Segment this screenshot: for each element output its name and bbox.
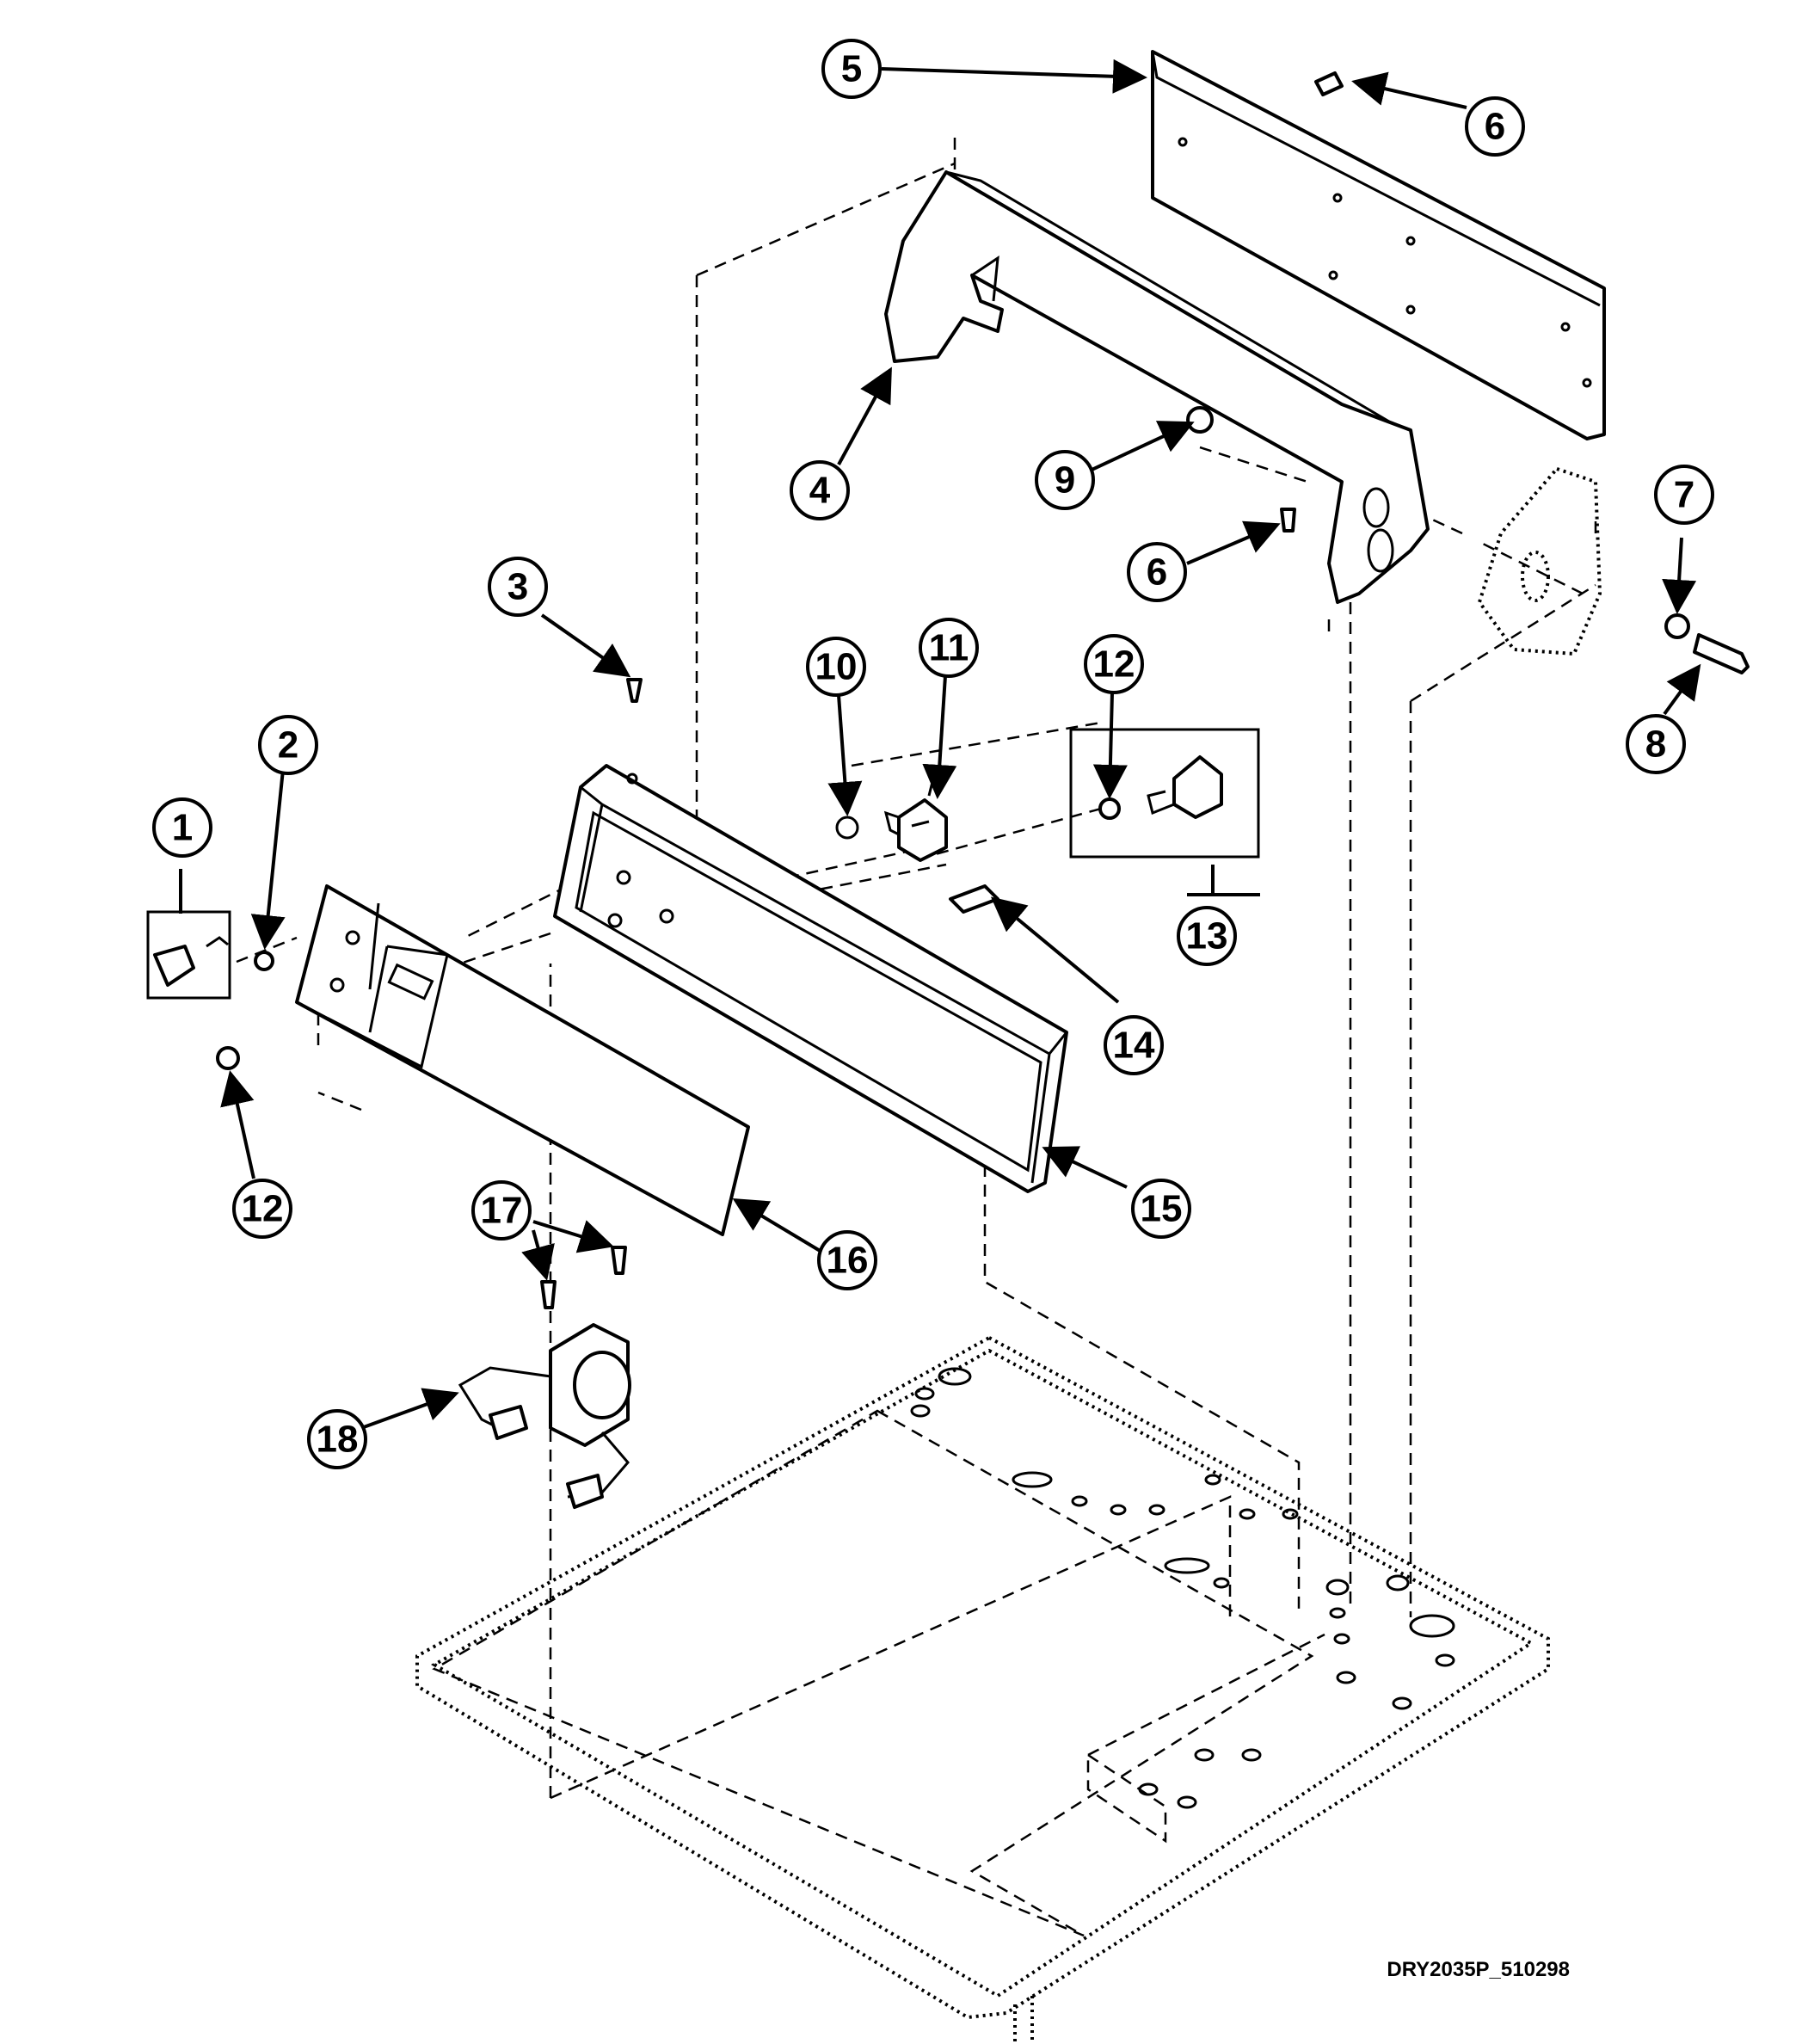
svg-text:5: 5: [841, 48, 862, 90]
svg-text:3: 3: [507, 566, 528, 608]
svg-text:6: 6: [1485, 106, 1505, 148]
part-3-screw: [626, 678, 643, 703]
svg-text:15: 15: [1141, 1188, 1183, 1230]
callout-5: 5: [821, 39, 882, 99]
part-17-screw-left: [540, 1280, 557, 1309]
callout-4: 4: [790, 460, 850, 520]
drawing-code: DRY2035P_510298: [1387, 1958, 1570, 1981]
svg-text:14: 14: [1113, 1025, 1155, 1067]
callout-15: 15: [1131, 1179, 1191, 1239]
callout-6-lower: 6: [1127, 542, 1187, 602]
callout-11: 11: [919, 618, 979, 678]
part-10-nut: [835, 816, 859, 840]
part-18-transformer: [458, 1323, 631, 1509]
part-13-switch-kit: [1069, 728, 1260, 859]
callout-2: 2: [258, 715, 318, 775]
part-4-console-bracket: [884, 170, 1430, 604]
part-6-screw-upper: [1314, 71, 1344, 96]
part-9-star-washer: [1186, 406, 1214, 434]
side-bracket-outline: [1477, 466, 1602, 656]
svg-text:6: 6: [1147, 551, 1167, 594]
callout-14: 14: [1104, 1015, 1164, 1075]
callout-12-lower: 12: [232, 1179, 292, 1239]
callouts: 1 2 3 4 5 6 6 7 8 9 10 11 12 12 13 14 15…: [152, 39, 1714, 1469]
callout-7: 7: [1654, 465, 1714, 525]
svg-text:8: 8: [1645, 723, 1666, 766]
callout-8: 8: [1626, 714, 1686, 774]
svg-text:9: 9: [1055, 459, 1075, 502]
callout-1: 1: [152, 797, 212, 858]
part-17-screw-right: [611, 1246, 627, 1275]
svg-text:11: 11: [929, 627, 969, 669]
callout-6-upper: 6: [1465, 96, 1525, 157]
svg-text:12: 12: [242, 1188, 284, 1230]
callout-13: 13: [1177, 906, 1237, 966]
leader-lines: [179, 58, 1701, 1430]
svg-text:18: 18: [317, 1419, 359, 1461]
svg-text:13: 13: [1186, 915, 1228, 957]
svg-text:10: 10: [815, 646, 858, 688]
part-8-bolt: [1693, 633, 1750, 674]
part-15-control-panel: [553, 764, 1068, 1193]
part-12-nut-left: [216, 1046, 240, 1070]
svg-text:17: 17: [481, 1190, 523, 1232]
svg-text:4: 4: [809, 470, 831, 512]
part-6-screw-lower: [1280, 508, 1296, 533]
svg-text:12: 12: [1093, 643, 1135, 686]
part-16-overlay-panel: [295, 883, 750, 1236]
callout-18: 18: [307, 1409, 367, 1469]
svg-text:7: 7: [1674, 474, 1694, 516]
callout-9: 9: [1035, 450, 1095, 510]
callout-3: 3: [488, 557, 548, 617]
callout-16: 16: [817, 1230, 877, 1290]
part-1-knob: [146, 910, 231, 1000]
callout-10: 10: [806, 637, 866, 697]
part-5-rear-plate: [1151, 50, 1606, 440]
svg-text:1: 1: [172, 807, 193, 849]
part-2-washer: [254, 951, 274, 971]
svg-text:16: 16: [827, 1240, 869, 1282]
part-14-indicator-lamp: [949, 884, 999, 914]
callout-12-upper: 12: [1084, 634, 1144, 694]
svg-text:2: 2: [278, 724, 298, 766]
cabinet-top-outline: [415, 1335, 1550, 2044]
part-7-star-washer: [1664, 613, 1690, 639]
callout-17: 17: [471, 1180, 532, 1241]
